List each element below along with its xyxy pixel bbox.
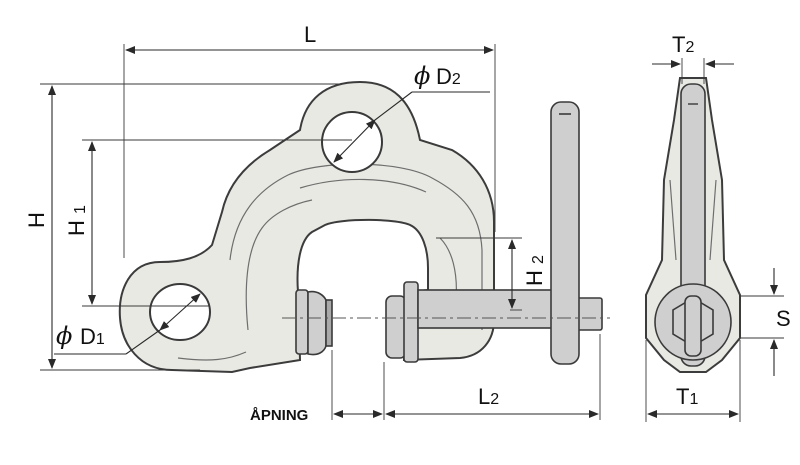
label-H2-sub: 2	[530, 255, 547, 264]
label-H1-sub: 1	[72, 205, 89, 214]
label-H: H	[24, 212, 49, 228]
label-D2: D2	[436, 64, 461, 89]
label-S: S	[776, 306, 791, 331]
label-H2: H	[522, 270, 547, 286]
label-H1: H	[64, 220, 89, 236]
label-phi-d1: ϕ	[56, 322, 72, 350]
upper-eye-hole	[321, 111, 383, 173]
t-handle	[550, 101, 580, 365]
label-L: L	[304, 22, 316, 47]
label-T2: T2	[672, 32, 694, 57]
label-phi-d2: ϕ	[414, 62, 430, 90]
jaw-pad	[295, 289, 333, 356]
label-opening: ÅPNING	[250, 407, 308, 424]
label-L2: L2	[478, 384, 499, 409]
label-T1: T1	[676, 384, 698, 409]
side-view	[645, 77, 741, 373]
label-D1: D1	[80, 324, 105, 349]
dimension-lines	[40, 44, 784, 422]
